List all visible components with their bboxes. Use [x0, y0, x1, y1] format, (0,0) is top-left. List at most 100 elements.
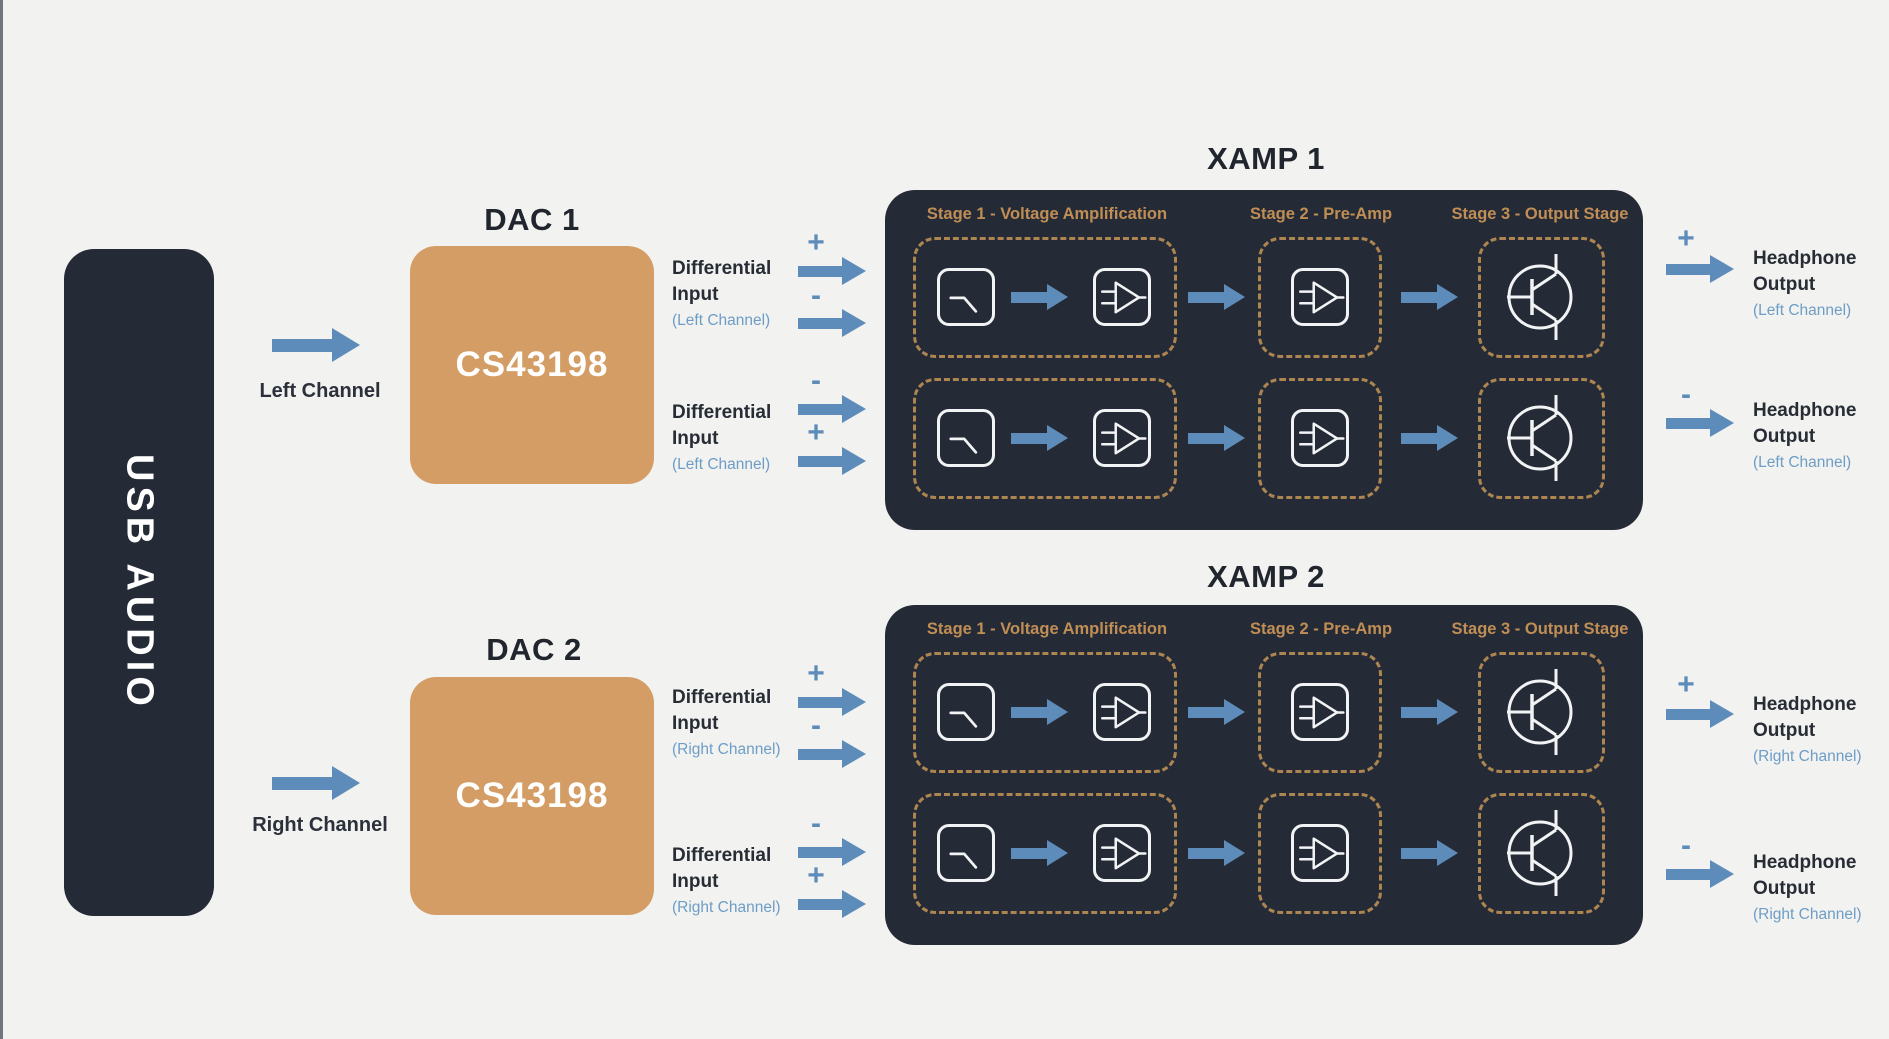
dac2-block: CS43198	[410, 677, 654, 915]
flow-arrow-icon	[1401, 425, 1458, 451]
stage2-dashed-box	[1258, 793, 1382, 914]
plus-sign: +	[807, 226, 825, 259]
stage3-dashed-box	[1478, 793, 1605, 914]
stage3-dashed-box	[1478, 237, 1605, 358]
stage2-dashed-box	[1258, 237, 1382, 358]
low-pass-filter-icon	[937, 268, 995, 326]
stage3-dashed-box	[1478, 652, 1605, 773]
low-pass-filter-icon	[937, 824, 995, 882]
flow-arrow-icon	[1188, 699, 1245, 725]
diff-input-arrow-icon	[798, 838, 866, 866]
plus-sign: +	[807, 859, 825, 892]
diff-input-channel-1: (Left Channel)	[672, 312, 771, 329]
flow-arrow-icon	[1011, 699, 1068, 725]
flow-arrow-icon	[1401, 284, 1458, 310]
plus-sign: +	[1677, 668, 1695, 701]
xamp1-block: Stage 1 - Voltage Amplification Stage 2 …	[885, 190, 1643, 530]
usb-audio-label: USB AUDIO	[118, 454, 161, 711]
transistor-icon	[1503, 252, 1577, 342]
flow-arrow-icon	[1011, 840, 1068, 866]
left-edge-line	[0, 0, 3, 1039]
stage3-dashed-box	[1478, 378, 1605, 499]
op-amp-icon	[1291, 268, 1349, 326]
diff-input-label-2: Differential Input (Left Channel)	[672, 400, 822, 475]
plus-sign: +	[807, 657, 825, 690]
diff-input-channel-2: (Left Channel)	[672, 456, 771, 473]
headphone-output-arrow-icon	[1666, 409, 1734, 437]
headphone-output-label-3: Headphone Output (Right Channel)	[1753, 692, 1889, 767]
left-channel-arrow-icon	[272, 328, 360, 362]
op-amp-icon	[1093, 409, 1151, 467]
minus-sign: -	[1681, 378, 1691, 411]
diff-input-arrow-icon	[798, 309, 866, 337]
stage1-dashed-box	[913, 652, 1177, 773]
headphone-output-channel-1: (Left Channel)	[1753, 302, 1852, 319]
diff-input-arrow-icon	[798, 447, 866, 475]
op-amp-icon	[1093, 683, 1151, 741]
headphone-output-label-2: Headphone Output (Left Channel)	[1753, 398, 1889, 473]
minus-sign: -	[1681, 829, 1691, 862]
diff-input-arrow-icon	[798, 688, 866, 716]
op-amp-icon	[1093, 268, 1151, 326]
headphone-output-label-1: Headphone Output (Left Channel)	[1753, 246, 1889, 321]
xamp2-stage1-label: Stage 1 - Voltage Amplification	[926, 620, 1168, 638]
minus-sign: -	[811, 807, 821, 840]
minus-sign: -	[811, 709, 821, 742]
flow-arrow-icon	[1188, 840, 1245, 866]
xamp1-stage2-label: Stage 2 - Pre-Amp	[1249, 205, 1393, 223]
stage2-dashed-box	[1258, 652, 1382, 773]
xamp2-stage3-label: Stage 3 - Output Stage	[1451, 620, 1629, 638]
diff-input-channel-3: (Right Channel)	[672, 741, 781, 758]
plus-sign: +	[807, 416, 825, 449]
usb-audio-block: USB AUDIO	[64, 249, 214, 916]
flow-arrow-icon	[1401, 840, 1458, 866]
flow-arrow-icon	[1188, 425, 1245, 451]
stage2-dashed-box	[1258, 378, 1382, 499]
dac1-title: DAC 1	[484, 202, 580, 237]
flow-arrow-icon	[1401, 699, 1458, 725]
headphone-output-channel-3: (Right Channel)	[1753, 748, 1862, 765]
stage1-dashed-box	[913, 237, 1177, 358]
stage1-dashed-box	[913, 378, 1177, 499]
diff-input-label-1: Differential Input (Left Channel)	[672, 256, 822, 331]
op-amp-icon	[1291, 824, 1349, 882]
headphone-output-arrow-icon	[1666, 860, 1734, 888]
dac1-block: CS43198	[410, 246, 654, 484]
flow-arrow-icon	[1011, 425, 1068, 451]
diff-input-arrow-icon	[798, 740, 866, 768]
transistor-icon	[1503, 667, 1577, 757]
headphone-output-arrow-icon	[1666, 255, 1734, 283]
xamp2-title: XAMP 2	[1207, 559, 1325, 594]
diff-input-label-4: Differential Input (Right Channel)	[672, 843, 822, 918]
flow-arrow-icon	[1011, 284, 1068, 310]
diff-input-arrow-icon	[798, 395, 866, 423]
xamp2-stage2-label: Stage 2 - Pre-Amp	[1249, 620, 1393, 638]
headphone-output-label-4: Headphone Output (Right Channel)	[1753, 850, 1889, 925]
headphone-output-channel-2: (Left Channel)	[1753, 454, 1852, 471]
op-amp-icon	[1093, 824, 1151, 882]
left-channel-label: Left Channel	[259, 380, 381, 402]
diff-input-arrow-icon	[798, 890, 866, 918]
xamp1-stage1-label: Stage 1 - Voltage Amplification	[926, 205, 1168, 223]
low-pass-filter-icon	[937, 683, 995, 741]
minus-sign: -	[811, 279, 821, 312]
headphone-output-arrow-icon	[1666, 700, 1734, 728]
op-amp-icon	[1291, 409, 1349, 467]
diff-input-label-3: Differential Input (Right Channel)	[672, 685, 822, 760]
diff-input-channel-4: (Right Channel)	[672, 899, 781, 916]
plus-sign: +	[1677, 222, 1695, 255]
diff-input-arrow-icon	[798, 257, 866, 285]
right-channel-arrow-icon	[272, 766, 360, 800]
xamp1-title: XAMP 1	[1207, 141, 1325, 176]
right-channel-label: Right Channel	[252, 814, 388, 836]
stage1-dashed-box	[913, 793, 1177, 914]
minus-sign: -	[811, 364, 821, 397]
flow-arrow-icon	[1188, 284, 1245, 310]
headphone-output-channel-4: (Right Channel)	[1753, 906, 1862, 923]
op-amp-icon	[1291, 683, 1349, 741]
dac2-chip-label: CS43198	[455, 776, 609, 815]
transistor-icon	[1503, 808, 1577, 898]
xamp1-stage3-label: Stage 3 - Output Stage	[1451, 205, 1629, 223]
dac2-title: DAC 2	[486, 632, 582, 667]
